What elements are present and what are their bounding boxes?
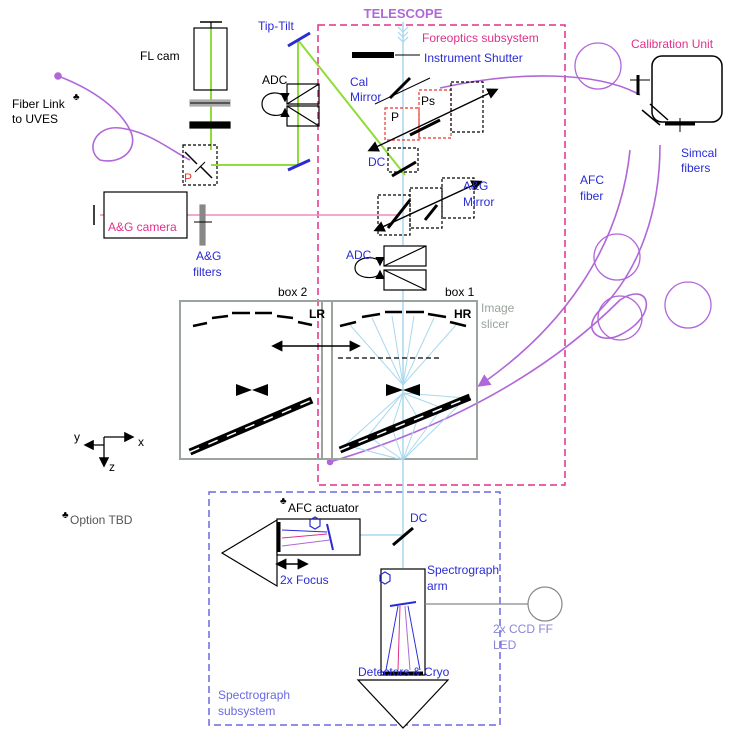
ag-filters-label-1: A&G — [196, 249, 221, 263]
fold-mirror — [287, 158, 311, 172]
lr-label: LR — [309, 307, 325, 321]
slicer-mirrors-lr — [192, 311, 313, 328]
axes-icon — [83, 431, 135, 468]
fl-cam-light-path — [210, 28, 406, 176]
calibration-unit-label: Calibration Unit — [631, 37, 714, 51]
spectrograph-hr-arm — [356, 568, 450, 729]
fiber-link-label-2: to UVES — [12, 112, 58, 126]
focus-label: 2x Focus — [280, 573, 329, 587]
spectrograph-sub-label-2: subsystem — [218, 704, 275, 718]
ag-camera — [93, 191, 212, 246]
tip-tilt-mirror — [287, 31, 311, 48]
fl-cam-label: FL cam — [140, 49, 180, 63]
axis-x-label: x — [138, 435, 144, 449]
dc-upper — [387, 147, 419, 178]
fiber-link-label-1: Fiber Link — [12, 97, 66, 111]
bowtie-lr — [236, 384, 268, 396]
option-club-icon: ♣ — [62, 510, 69, 521]
p-upper-label: P — [391, 110, 399, 124]
ccd-ff-led — [425, 586, 563, 622]
foreoptics-label: Foreoptics subsystem — [422, 31, 539, 45]
slicer-rays — [344, 315, 467, 461]
spectrograph-subsystem-box — [208, 491, 501, 726]
ps-label: Ps — [421, 94, 435, 108]
dc-lower-mirror — [392, 526, 414, 547]
axis-y-label: y — [74, 430, 80, 444]
ccd-ff-label-1: 2x CCD FF — [493, 622, 553, 636]
cal-mirror-label-1: Cal — [350, 75, 368, 89]
foreoptics-subsystem-box — [317, 24, 566, 486]
dc-upper-label: DC — [368, 155, 386, 169]
p-left-label: P — [184, 171, 192, 185]
spectrograph-arm-label-2: arm — [427, 579, 448, 593]
spectrograph-sub-label-1: Spectrograph — [218, 688, 290, 702]
detectors-label: Detectors & Cryo — [358, 665, 450, 679]
calibration-fibers — [326, 75, 661, 466]
axis-z-label: z — [109, 460, 115, 474]
ag-mirror — [373, 177, 483, 236]
slit-bar-lr — [188, 396, 314, 456]
tip-tilt-label: Tip-Tilt — [258, 19, 294, 33]
hr-label: HR — [454, 307, 472, 321]
fiber-link-club-icon: ♣ — [73, 92, 80, 103]
adc-center — [354, 245, 427, 291]
ag-camera-label: A&G camera — [108, 220, 177, 234]
adc-left-label: ADC — [262, 73, 288, 87]
fl-cam — [182, 21, 231, 186]
simcal-label-1: Simcal — [681, 146, 717, 160]
calibration-unit — [630, 55, 723, 132]
ag-filters-label-2: filters — [193, 265, 222, 279]
spectrograph-arm-label-1: Spectrograph — [427, 563, 499, 577]
ag-mirror-label-2: Mirror — [463, 195, 494, 209]
telescope-arrow-icon — [397, 26, 409, 43]
slicer-mirrors-hr — [339, 310, 467, 328]
afc-club-icon: ♣ — [280, 496, 287, 507]
dc-lower-label: DC — [410, 511, 428, 525]
box1-label: box 1 — [445, 285, 475, 299]
box2-label: box 2 — [278, 285, 308, 299]
box2-image-slicer-lr — [179, 300, 333, 460]
fiber-link-uves — [54, 72, 191, 162]
bowtie-hr — [386, 384, 420, 396]
adc-left — [261, 83, 320, 127]
image-slicer-label-1: Image — [481, 301, 515, 315]
polarimeter-unit — [367, 81, 499, 152]
afc-fiber-label-2: fiber — [580, 189, 603, 203]
ccd-ff-label-2: LED — [493, 638, 517, 652]
option-tbd-label: Option TBD — [70, 513, 133, 527]
cal-mirror-label-2: Mirror — [350, 90, 381, 104]
slit-bar-hr — [338, 393, 472, 454]
telescope-label: TELESCOPE — [364, 6, 443, 21]
simcal-label-2: fibers — [681, 161, 710, 175]
ag-mirror-label-1: A&G — [463, 179, 488, 193]
instrument-shutter-label: Instrument Shutter — [424, 51, 523, 65]
afc-actuator-label: AFC actuator — [288, 501, 359, 515]
afc-fiber-label-1: AFC — [580, 173, 604, 187]
instrument-shutter — [352, 52, 420, 58]
spectrograph-lr-arm — [220, 516, 361, 588]
adc-center-label: ADC — [346, 248, 372, 262]
image-slicer-label-2: slicer — [481, 317, 509, 331]
fiber-coils — [574, 42, 712, 341]
